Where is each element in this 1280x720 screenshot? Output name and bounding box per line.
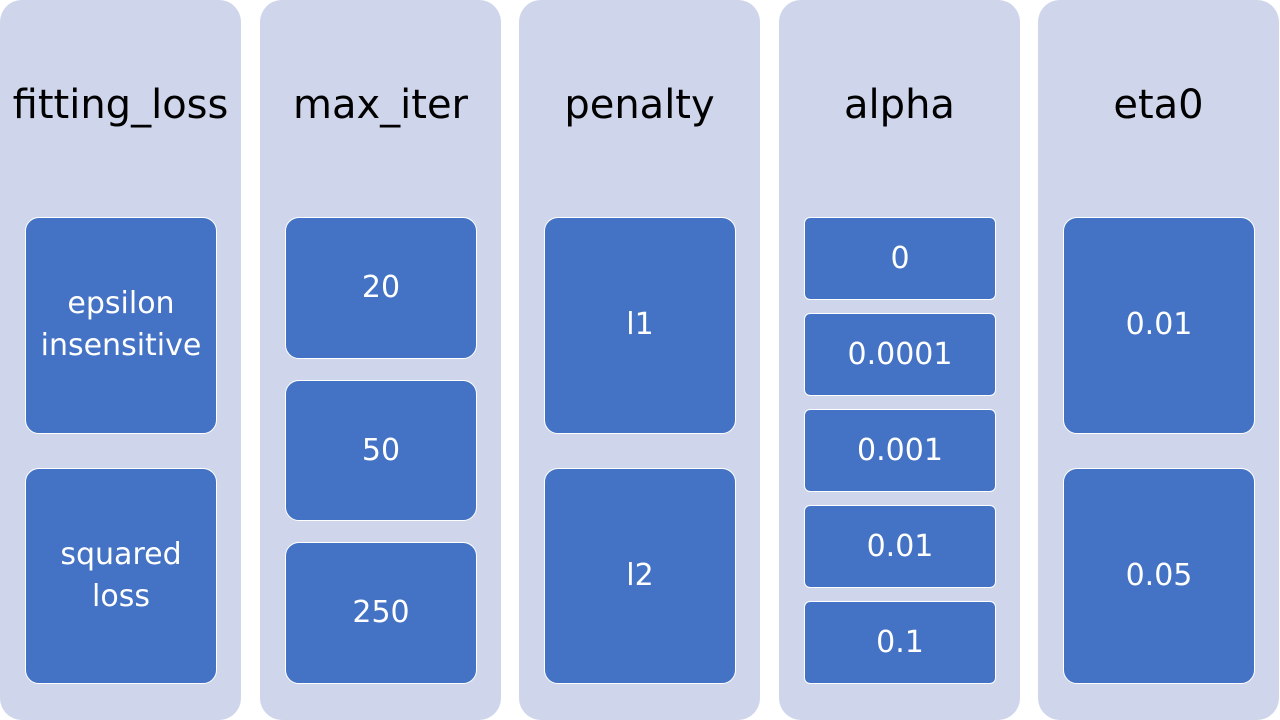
option-group-penalty: l1 l2 — [544, 217, 736, 684]
column-fitting-loss: fitting_loss epsilon insensitive squared… — [0, 0, 241, 720]
option-group-eta0: 0.01 0.05 — [1063, 217, 1255, 684]
column-alpha: alpha 0 0.0001 0.001 0.01 0.1 — [779, 0, 1020, 720]
option-box: 0.05 — [1063, 467, 1255, 684]
column-title-max-iter: max_iter — [293, 82, 468, 128]
column-max-iter: max_iter 20 50 250 — [260, 0, 501, 720]
option-box: 0.0001 — [804, 313, 996, 396]
column-penalty: penalty l1 l2 — [519, 0, 760, 720]
column-title-fitting-loss: fitting_loss — [12, 82, 229, 128]
option-box: 0.01 — [1063, 217, 1255, 434]
option-box: epsilon insensitive — [25, 217, 217, 434]
option-box: 0.1 — [804, 601, 996, 684]
column-title-eta0: eta0 — [1113, 82, 1204, 128]
option-box: 0.01 — [804, 505, 996, 588]
option-group-alpha: 0 0.0001 0.001 0.01 0.1 — [804, 217, 996, 684]
option-box: 250 — [285, 542, 477, 685]
option-box: 20 — [285, 217, 477, 359]
column-title-alpha: alpha — [844, 82, 955, 128]
option-group-max-iter: 20 50 250 — [285, 217, 477, 685]
option-group-fitting-loss: epsilon insensitive squared loss — [25, 217, 217, 684]
option-box: 0 — [804, 217, 996, 300]
option-box: 0.001 — [804, 409, 996, 492]
option-box: squared loss — [25, 467, 217, 684]
column-title-penalty: penalty — [564, 82, 715, 128]
column-eta0: eta0 0.01 0.05 — [1038, 0, 1279, 720]
option-box: 50 — [285, 379, 477, 522]
option-box: l1 — [544, 217, 736, 434]
option-box: l2 — [544, 467, 736, 684]
